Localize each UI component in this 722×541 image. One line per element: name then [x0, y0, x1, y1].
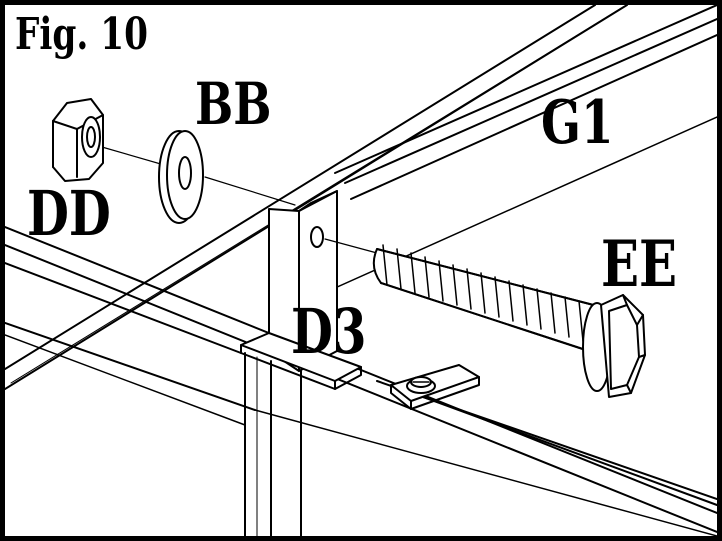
- lag-bolt-ee: [372, 244, 646, 398]
- figure-title: Fig. 10: [15, 9, 149, 60]
- rail-g1: [5, 5, 717, 390]
- assembly-drawing: [5, 5, 717, 536]
- label-bolt: EE: [601, 227, 678, 302]
- washer-bb: [158, 130, 204, 224]
- label-washer: BB: [195, 70, 272, 138]
- bracket-d3: [240, 190, 362, 390]
- vertical-post: [244, 352, 302, 536]
- label-rail: G1: [541, 88, 614, 158]
- label-nut: DD: [27, 177, 111, 250]
- hex-nut-dd: [52, 98, 104, 182]
- label-bracket: D3: [291, 295, 367, 368]
- base-plate-screw: [390, 364, 480, 410]
